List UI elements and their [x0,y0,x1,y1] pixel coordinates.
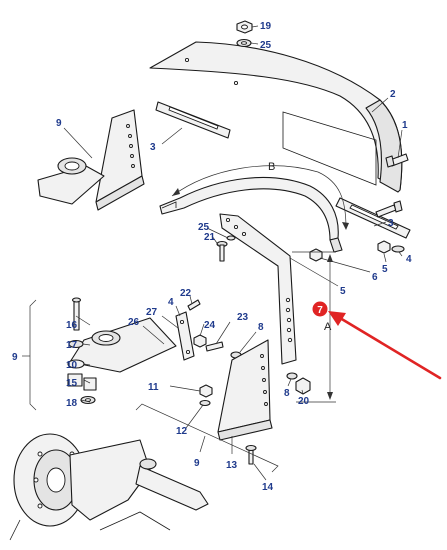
callout-22: 22 [180,288,192,299]
callout-6: 6 [372,272,378,283]
bolt-14 [245,444,257,465]
washer-4-right [391,245,405,253]
callout-12: 12 [176,426,188,437]
mount-bracket-9-upper [37,109,145,211]
callout-4: 4 [168,297,174,308]
washer-25-mid [226,235,236,241]
callout-10: 10 [66,360,78,371]
bolt-23 [205,341,224,352]
callout-18: 18 [66,398,78,409]
callout-23: 23 [237,312,249,323]
dimension-B [171,165,349,230]
callout-5: 5 [340,286,346,297]
callout-4: 4 [406,254,412,265]
nut-19 [236,20,253,34]
highlight-badge-label: 7 [317,305,323,316]
callout-13: 13 [226,460,238,471]
fender-part-2 [149,41,403,193]
nut-11 [199,384,213,398]
callout-9: 9 [56,118,62,129]
bolt-21 [216,240,228,262]
nut-20 [295,377,311,395]
callout-5: 5 [382,264,388,275]
callout-17: 17 [66,340,78,351]
callout-labels: 19 25 2 9 1 3 3 4 5 6 25 21 5 22 4 27 16… [12,21,412,493]
callout-15: 15 [66,378,78,389]
washer-12 [199,399,211,407]
callout-2: 2 [390,89,396,100]
slotted-strap-3-lower [335,197,411,239]
dimension-A [292,251,336,403]
callout-26: 26 [128,317,140,328]
callout-19: 19 [260,21,272,32]
red-pointer-arrow [328,311,442,380]
callout-20: 20 [298,396,310,407]
callout-25: 25 [198,222,210,233]
fender-stay-arc [159,177,343,253]
bolt-22 [187,299,201,311]
callout-9: 9 [12,352,18,363]
callout-24: 24 [204,320,216,331]
axle-hub [9,433,209,541]
bolt-4-right [375,200,403,218]
bush-15 [67,373,97,391]
callout-3: 3 [388,218,394,229]
dimension-A-label: A [324,321,332,333]
callout-25: 25 [260,40,272,51]
callout-1: 1 [402,120,408,131]
leader-lines [63,25,403,481]
nut-6 [309,248,323,262]
washer-25-top [236,38,252,48]
link-plate-27 [175,311,195,361]
highlight-badge-7: 7 [312,301,328,317]
washer-18 [80,395,96,405]
triangle-bracket-13 [217,339,273,441]
callout-14: 14 [262,482,274,493]
callout-9: 9 [194,458,200,469]
callout-11: 11 [148,382,159,393]
callout-21: 21 [204,232,216,243]
slotted-strap-3-upper [155,101,231,139]
nut-5-right [377,240,391,254]
group-bracket-9-bottom [135,403,279,473]
dimension-B-label: B [268,161,275,173]
nut-24 [193,334,207,348]
callout-3: 3 [150,142,156,153]
callout-16: 16 [66,320,78,331]
bolt-16 [71,297,82,331]
mount-bracket-9-lower [69,317,177,373]
callout-27: 27 [146,307,158,318]
bolt-1 [385,153,409,168]
group-bracket-9-left [22,299,37,411]
callout-8: 8 [284,388,290,399]
callout-8: 8 [258,322,264,333]
washer-8-right [286,372,298,380]
stay-bar-part-7 [219,213,297,365]
